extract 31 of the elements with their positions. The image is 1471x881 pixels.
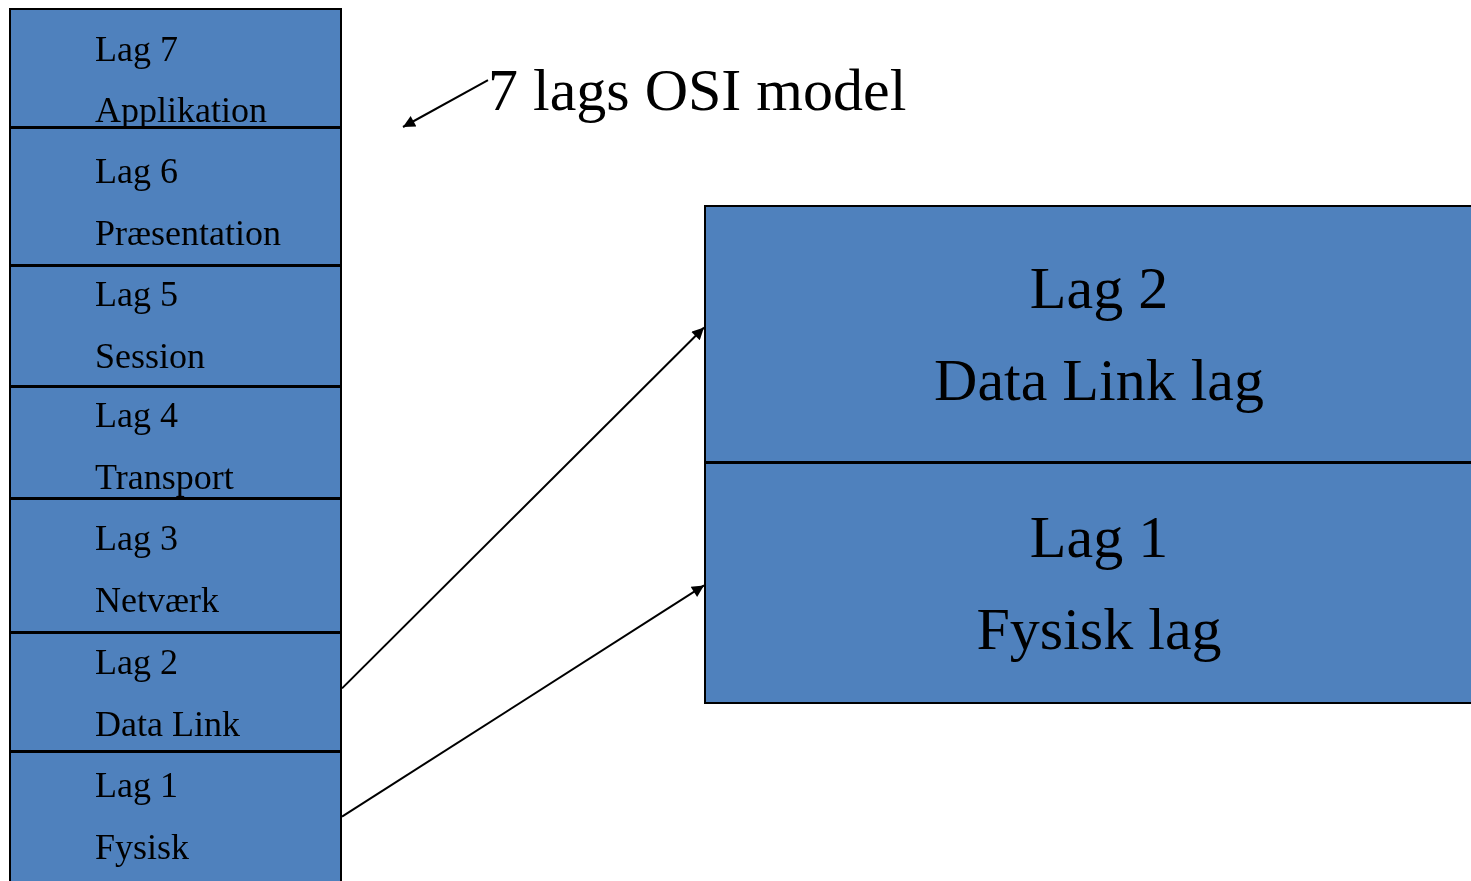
layer-box (9, 751, 342, 881)
layer-name: Netværk (95, 580, 219, 620)
arrow (402, 79, 489, 128)
layer-box (9, 498, 342, 633)
layer-name: Transport (95, 457, 234, 497)
layer-number: Lag 7 (95, 29, 178, 69)
layer-name: Præsentation (95, 213, 281, 253)
layer-box (9, 632, 342, 752)
layer-box (9, 265, 342, 387)
layer-number: Lag 2 (1029, 254, 1169, 323)
heading-text: 7 lags OSI model (488, 57, 907, 123)
layer-number: Lag 1 (1029, 503, 1169, 572)
layer-name: Session (95, 336, 206, 376)
arrow (341, 326, 705, 690)
layer-name: Applikation (95, 90, 267, 130)
layer-number: Lag 4 (95, 395, 178, 435)
layer-name: Fysisk (95, 827, 190, 867)
layer-name: Fysisk lag (976, 595, 1222, 664)
layer-box (9, 386, 342, 499)
layer-number: Lag 2 (95, 642, 178, 682)
layer-box (9, 8, 342, 128)
layer-box (9, 127, 342, 266)
layer-number: Lag 1 (95, 765, 178, 805)
layer-box (704, 462, 1471, 704)
arrow (341, 584, 705, 818)
layer-number: Lag 3 (95, 518, 178, 558)
layer-box (704, 205, 1471, 463)
layer-name: Data Link lag (934, 346, 1264, 415)
layer-name: Data Link (95, 704, 240, 744)
layer-number: Lag 6 (95, 151, 178, 191)
layer-number: Lag 5 (95, 274, 178, 314)
